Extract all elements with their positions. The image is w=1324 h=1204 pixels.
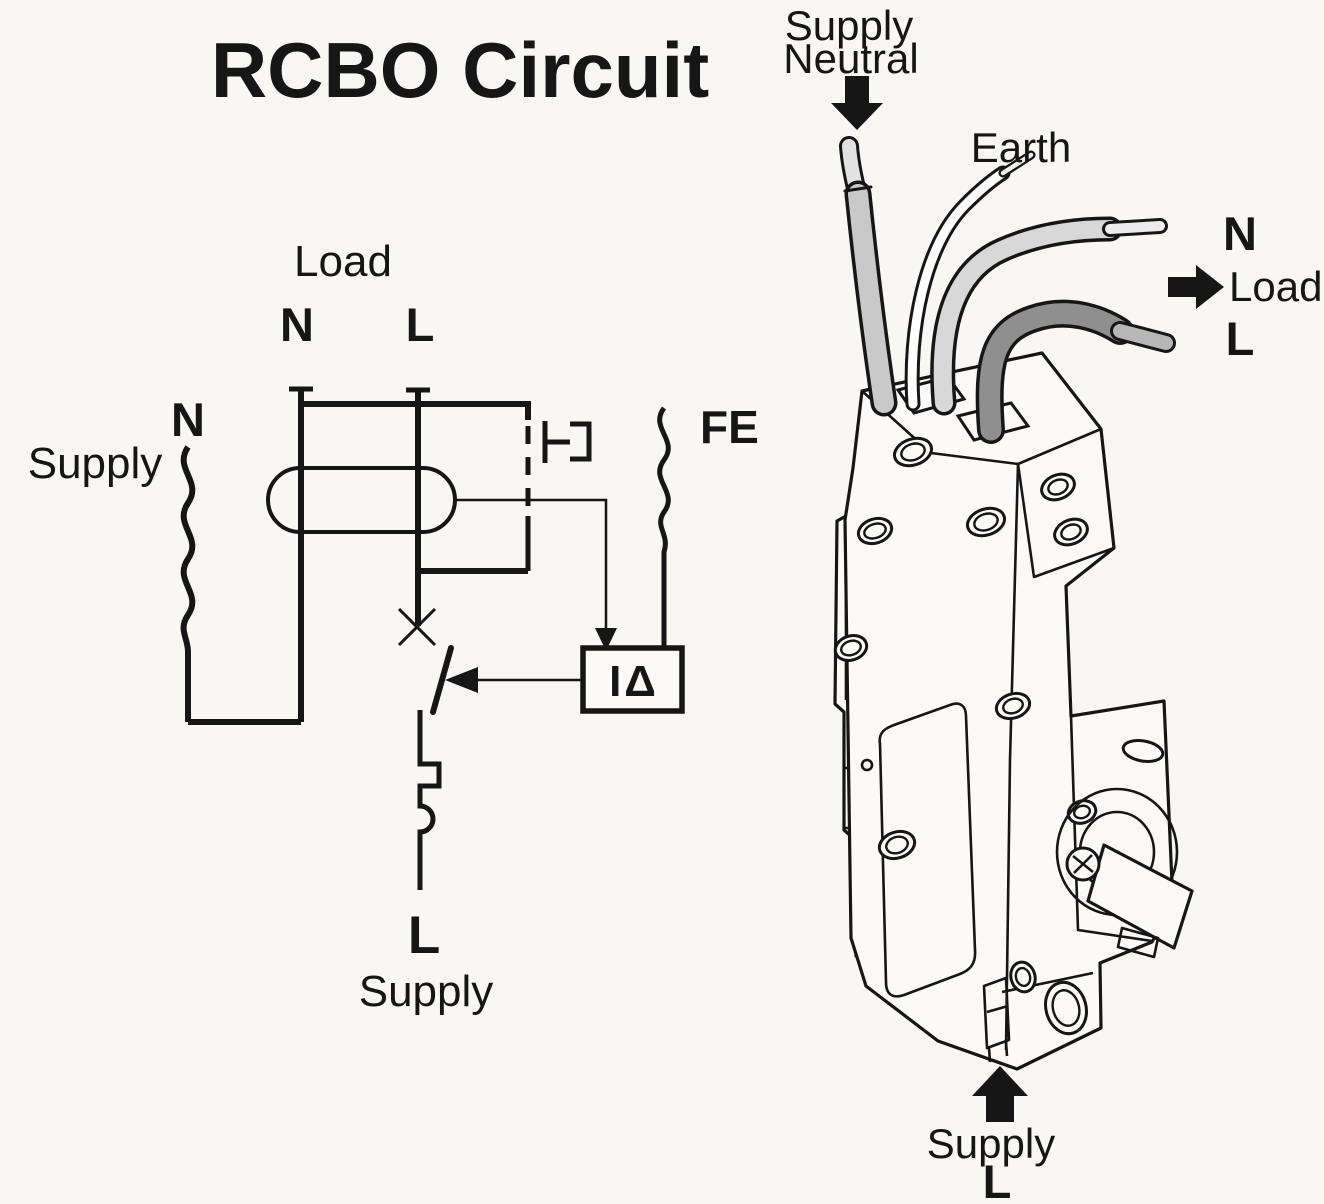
supply-live-label: Supply (359, 967, 494, 1016)
label-window-slot (1121, 739, 1165, 763)
load-label: Load (294, 237, 392, 286)
device-load-n-letter: N (1223, 207, 1257, 260)
supply-live-letter: L (408, 906, 440, 965)
load-live-wire (975, 299, 1176, 444)
front-pin-hole (860, 758, 874, 772)
toggle-switch (1055, 787, 1194, 959)
front-label-panel (878, 702, 977, 998)
sense-arrow-icon (595, 628, 617, 651)
device-earth-label: Earth (971, 124, 1071, 171)
load-neutral-letter: N (280, 298, 314, 351)
overcurrent-element (417, 710, 442, 890)
bottom-clamp (982, 976, 1011, 1050)
trip-coil-box: IΔ (580, 645, 685, 714)
load-neutral-wire (930, 216, 1168, 416)
trip-actuation-line (445, 667, 583, 693)
toggle-screw-slot (1072, 854, 1094, 874)
device-supply-label: Supply (785, 2, 913, 49)
page-title: RCBO Circuit (211, 26, 709, 114)
load-arrow-icon (1168, 265, 1224, 309)
supply-neutral-wavy-line (180, 445, 196, 722)
trip-arrow-icon (445, 667, 478, 693)
bottom-terminal (982, 976, 1088, 1063)
functional-earth-wavy-line (657, 406, 671, 648)
device-load-l-letter: L (1226, 312, 1255, 365)
flow-arrows (831, 76, 1224, 1122)
screw-holes (833, 436, 1098, 994)
device-supply-l-label: Supply (927, 1120, 1055, 1167)
supply-live-arrow-icon (972, 1066, 1028, 1122)
supply-neutral-label: Supply (28, 439, 163, 488)
breaker-contact (397, 607, 454, 715)
trip-coil-label: IΔ (609, 657, 659, 706)
device-neutral-label: Neutral (783, 35, 918, 82)
supply-neutral-letter: N (171, 393, 205, 446)
neutral-conductor (188, 386, 313, 725)
supply-neutral-arrow-icon (831, 76, 883, 130)
ct-toroid (266, 466, 457, 534)
ct-sense-line (455, 498, 617, 651)
functional-earth-label: FE (700, 401, 759, 453)
device-load-label: Load (1229, 263, 1322, 310)
test-button-symbol (542, 421, 592, 463)
live-conductor (406, 387, 430, 626)
toggle-tag (1116, 926, 1160, 959)
earth-wire (904, 150, 1036, 412)
rcbo-schematic: Load N L N Supply FE L Supply (28, 237, 759, 1016)
wires (839, 136, 1176, 444)
supply-neutral-wire (839, 136, 898, 417)
toggle-lever (1086, 843, 1194, 950)
device-supply-l-letter: L (983, 1155, 1012, 1204)
test-branch (301, 401, 531, 574)
rcbo-device: Supply Neutral Earth N Load L Supply L (783, 2, 1322, 1204)
load-live-letter: L (406, 298, 435, 351)
